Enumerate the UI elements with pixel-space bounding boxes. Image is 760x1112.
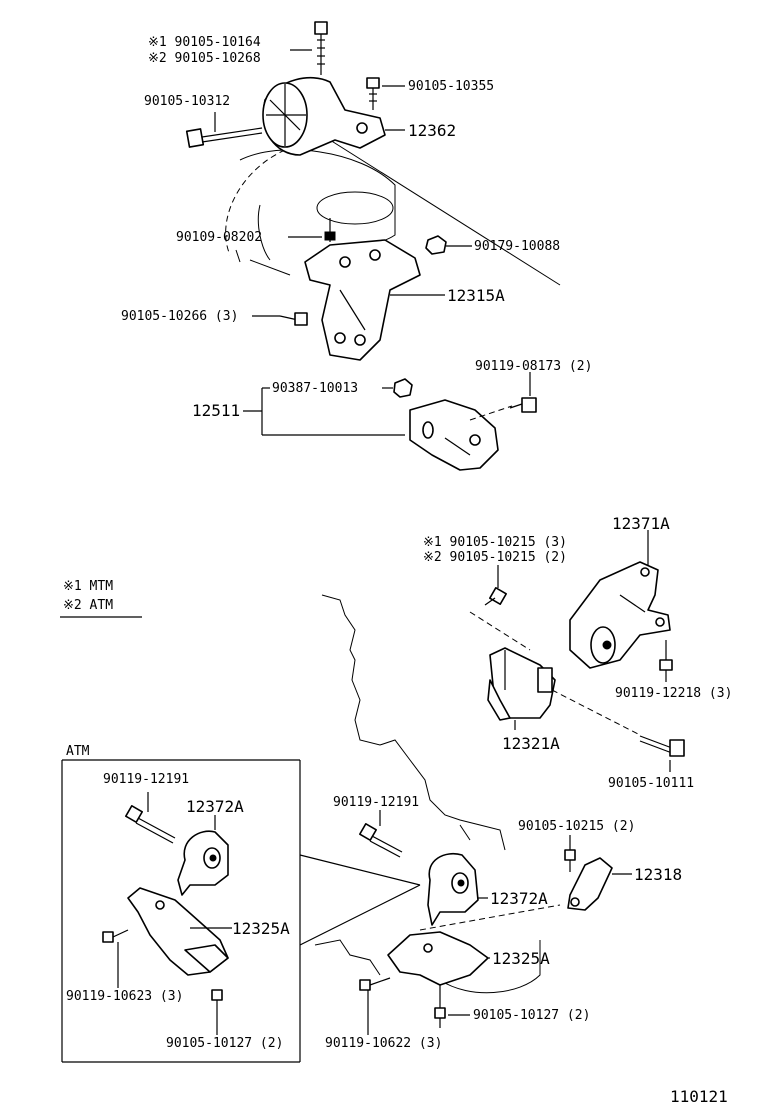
main-mount-12372a-part (427, 853, 488, 926)
label-top-bolt-mtm: ※1 90105-10164 (148, 35, 261, 50)
label-bracket-12321a: 12321A (502, 734, 560, 753)
label-bracket-12315a: 12315A (447, 286, 505, 305)
label-bolt-10215-mtm: ※1 90105-10215 (3) (423, 535, 567, 550)
bolt-10266-part (252, 312, 308, 326)
inset-bolt-10623-part (102, 929, 129, 988)
label-bolt-08173: 90119-08173 (2) (475, 359, 593, 374)
label-mount-12362: 12362 (408, 121, 457, 140)
label-inset-mount-12372a: 12372A (186, 797, 244, 816)
label-bolt-10215-atm: ※2 90105-10215 (2) (423, 550, 567, 565)
insulator-12511-part (243, 372, 537, 471)
label-nut-10088: 90179-10088 (474, 239, 561, 254)
bolt-10111-part (639, 735, 685, 772)
label-insulator-12511: 12511 (192, 401, 241, 420)
transmission-outline (314, 594, 541, 994)
bolt-10355-part (366, 77, 405, 110)
nut-10088-part (425, 235, 472, 255)
footnote-mtm: ※1 MTM (63, 579, 114, 594)
main-bracket-12325a-part (387, 904, 561, 986)
atm-inset-box (61, 759, 421, 1063)
inset-mount-12372a-part (177, 815, 229, 896)
mount-12371a-part (569, 530, 673, 682)
label-bolt-12218: 90119-12218 (3) (615, 686, 733, 701)
inset-bracket-12325a-part (127, 887, 232, 976)
label-inset-bolt-12191: 90119-12191 (103, 772, 190, 787)
stud-08202-part (288, 218, 336, 242)
label-bolt-10266: 90105-10266 (3) (121, 309, 239, 324)
label-inset-bolt-10623: 90119-10623 (3) (66, 989, 184, 1004)
bolt-10312-part (185, 112, 263, 148)
label-collar-10013: 90387-10013 (272, 381, 359, 396)
label-bolt-10312: 90105-10312 (144, 94, 231, 109)
bolt-10215-upper-part (469, 565, 531, 651)
main-bolt-12191-part (359, 810, 403, 858)
bracket-12321a-part (487, 647, 641, 736)
label-top-bolt-atm: ※2 90105-10268 (148, 51, 261, 66)
footnote-atm: ※2 ATM (63, 598, 114, 613)
label-bolt-10215-lower: 90105-10215 (2) (518, 819, 636, 834)
stay-12318-part (567, 857, 632, 911)
bolt-10215-lower-part (564, 835, 576, 872)
engine-mount-12362 (262, 76, 405, 156)
inset-bolt-10127-part (211, 989, 223, 1035)
label-bolt-10111: 90105-10111 (608, 776, 695, 791)
top-bolt-part (290, 21, 328, 75)
label-main-bolt-12191: 90119-12191 (333, 795, 420, 810)
label-bolt-10355: 90105-10355 (408, 79, 495, 94)
bracket-12315a-part (304, 239, 445, 361)
label-inset-bolt-10127: 90105-10127 (2) (166, 1036, 284, 1051)
label-main-bracket-12325a: 12325A (492, 949, 550, 968)
figure-number: 110121 (670, 1087, 728, 1106)
label-stay-12318: 12318 (634, 865, 683, 884)
label-mount-12371a: 12371A (612, 514, 670, 533)
label-main-mount-12372a: 12372A (490, 889, 548, 908)
label-inset-title: ATM (66, 744, 90, 759)
label-main-bolt-10127: 90105-10127 (2) (473, 1008, 591, 1023)
label-bolt-10622: 90119-10622 (3) (325, 1036, 443, 1051)
label-inset-bracket-12325a: 12325A (232, 919, 290, 938)
main-bolt-10622-part (359, 977, 391, 1035)
inset-bolt-12191-part (125, 792, 176, 844)
label-stud-08202: 90109-08202 (176, 230, 263, 245)
main-bolt-10127-part (434, 985, 470, 1028)
